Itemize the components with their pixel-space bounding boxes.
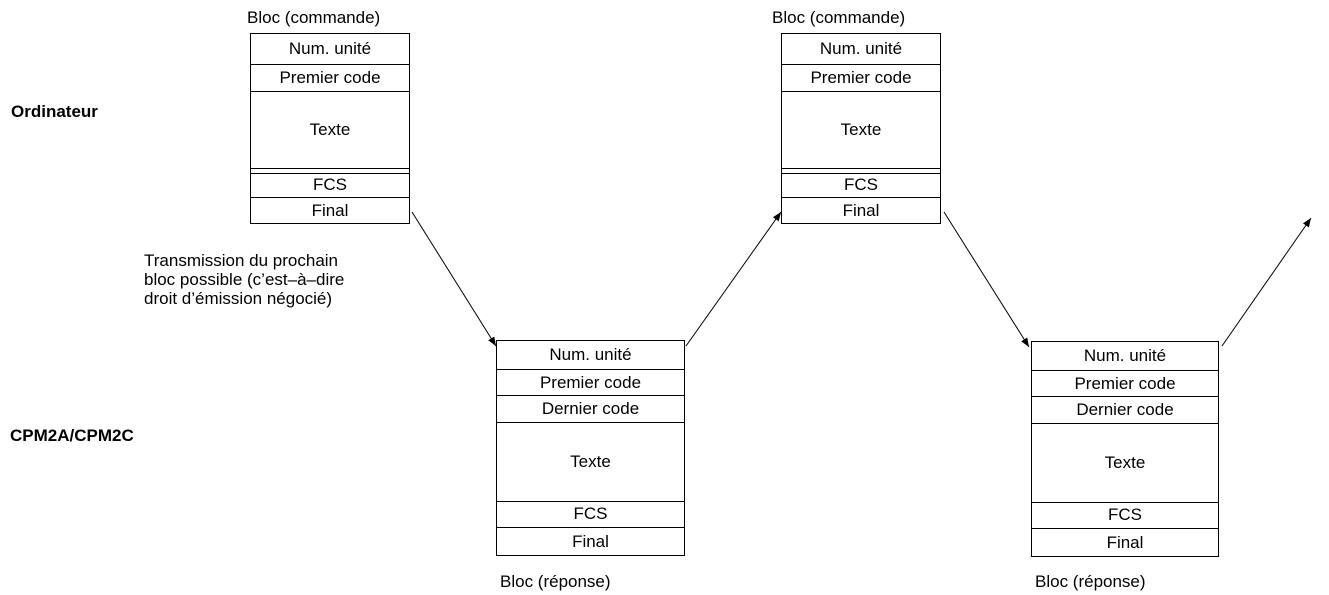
field-end-code: Dernier code xyxy=(1032,397,1218,425)
field-header-code: Premier code xyxy=(251,65,409,93)
arrow-response-to-command xyxy=(685,211,782,347)
field-unit-number: Num. unité xyxy=(1032,342,1218,371)
response-frame: Num. unité Premier code Dernier code Tex… xyxy=(496,340,685,556)
field-fcs: FCS xyxy=(1032,503,1218,530)
field-unit-number: Num. unité xyxy=(251,34,409,65)
field-fcs: FCS xyxy=(497,502,684,529)
field-header-code: Premier code xyxy=(782,65,940,93)
field-text: Texte xyxy=(1032,424,1218,503)
command-block-title: Bloc (commande) xyxy=(247,8,381,27)
field-header-code: Premier code xyxy=(1032,371,1218,398)
response-block-title: Bloc (réponse) xyxy=(500,572,611,591)
field-unit-number: Num. unité xyxy=(782,34,940,65)
field-header-code: Premier code xyxy=(497,370,684,397)
note-line: droit d’émission négocié) xyxy=(144,289,333,308)
arrow-command-to-response xyxy=(943,211,1030,348)
computer-label: Ordinateur xyxy=(11,102,98,121)
arrow-command-to-response xyxy=(411,211,497,347)
response-block-title: Bloc (réponse) xyxy=(1035,572,1146,591)
field-terminator: Final xyxy=(311,200,349,220)
next-block-note: Transmission du prochain bloc possible (… xyxy=(144,251,390,308)
field-unit-number: Num. unité xyxy=(497,341,684,370)
command-block-title: Bloc (commande) xyxy=(772,8,906,27)
plc-label: CPM2A/CPM2C xyxy=(10,426,134,445)
field-terminator: Final xyxy=(1106,532,1144,552)
field-blank xyxy=(782,169,940,174)
note-line: Transmission du prochain xyxy=(144,251,339,270)
field-text: Texte xyxy=(251,92,409,169)
field-fcs: FCS xyxy=(251,174,409,199)
field-fcs: FCS xyxy=(782,174,940,199)
field-blank xyxy=(251,169,409,174)
note-line: bloc possible (c’est–à–dire xyxy=(144,270,345,289)
field-end-code: Dernier code xyxy=(497,396,684,424)
arrow-response-to-next xyxy=(1221,217,1312,347)
field-text: Texte xyxy=(497,423,684,502)
response-frame: Num. unité Premier code Dernier code Tex… xyxy=(1031,341,1219,557)
command-frame: Num. unité Premier code Texte FCS Final xyxy=(250,33,410,224)
command-frame: Num. unité Premier code Texte FCS Final xyxy=(781,33,941,224)
field-terminator: Final xyxy=(842,200,880,220)
field-text: Texte xyxy=(782,92,940,169)
field-terminator: Final xyxy=(572,531,609,551)
